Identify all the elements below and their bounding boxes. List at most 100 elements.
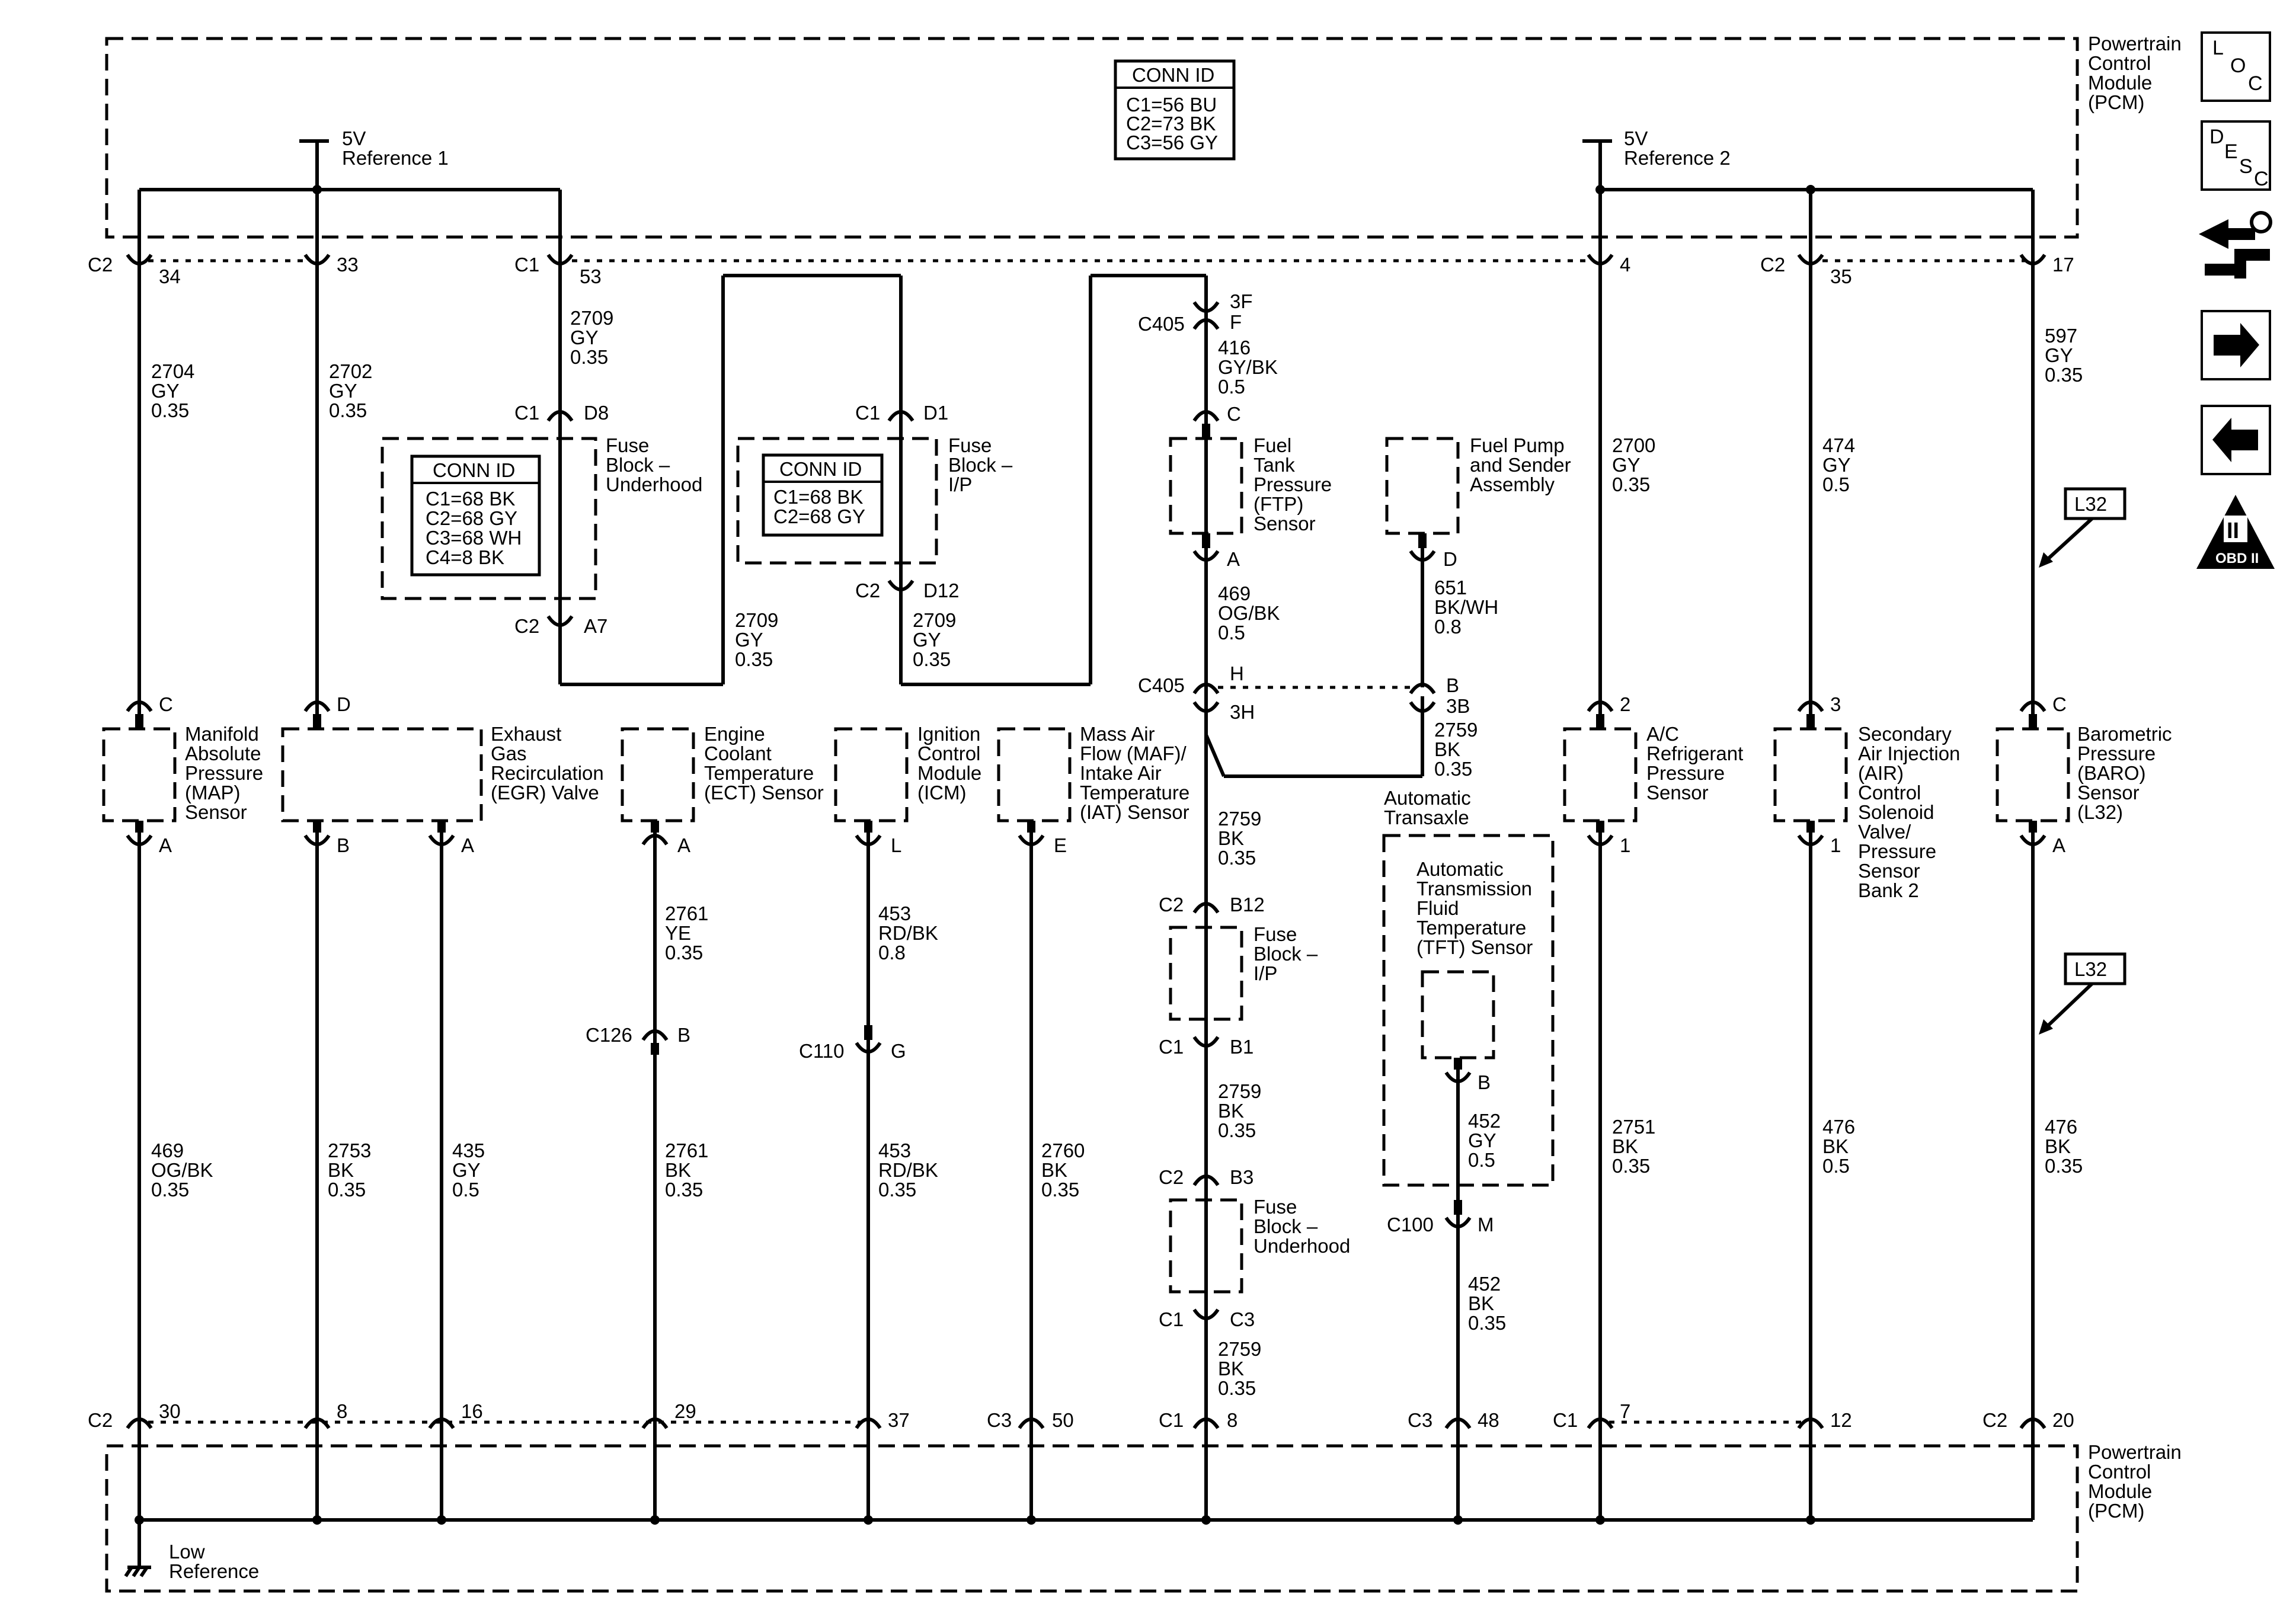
svg-text:G: G xyxy=(891,1040,906,1062)
svg-text:Valve/: Valve/ xyxy=(1858,821,1911,843)
svg-text:BK: BK xyxy=(2045,1135,2071,1157)
previous-page-button[interactable] xyxy=(2201,405,2271,475)
svg-text:30: 30 xyxy=(159,1400,181,1422)
reference-1: 5V Reference 1 xyxy=(299,127,449,190)
svg-text:(ECT) Sensor: (ECT) Sensor xyxy=(704,782,824,804)
obd-ii-icon[interactable]: II OBD II xyxy=(2196,495,2275,569)
svg-text:Gas: Gas xyxy=(491,742,527,764)
svg-text:Temperature: Temperature xyxy=(704,762,814,784)
svg-text:A: A xyxy=(461,834,474,856)
svg-text:2760: 2760 xyxy=(1041,1140,1085,1161)
svg-text:0.5: 0.5 xyxy=(1218,622,1245,644)
svg-text:(ICM): (ICM) xyxy=(917,782,966,804)
svg-text:35: 35 xyxy=(1830,265,1852,287)
svg-text:Pressure: Pressure xyxy=(2077,742,2156,764)
svg-text:(IAT) Sensor: (IAT) Sensor xyxy=(1080,801,1189,823)
svg-text:BK/WH: BK/WH xyxy=(1434,596,1498,618)
pcm-bottom-label-3: Module xyxy=(2088,1480,2152,1502)
svg-text:C2: C2 xyxy=(855,580,880,601)
fuse-block-underhood-top: CONN ID C1=68 BK C2=68 GY C3=68 WH C4=8 … xyxy=(380,402,702,637)
svg-text:GY: GY xyxy=(1468,1129,1496,1151)
svg-text:Control: Control xyxy=(917,742,980,764)
svg-text:Absolute: Absolute xyxy=(185,742,261,764)
svg-text:3: 3 xyxy=(1830,693,1841,715)
svg-text:Pressure: Pressure xyxy=(1253,473,1332,495)
svg-text:53: 53 xyxy=(580,265,602,287)
svg-text:Sensor: Sensor xyxy=(2077,782,2140,804)
svg-text:C1=68 BK: C1=68 BK xyxy=(773,486,863,508)
svg-text:Temperature: Temperature xyxy=(1416,917,1526,939)
svg-text:I/P: I/P xyxy=(1253,962,1277,984)
svg-text:Temperature: Temperature xyxy=(1080,782,1189,804)
c405-connector-lower: C405 H 3H B 3B xyxy=(1138,662,1470,723)
svg-text:Reference 1: Reference 1 xyxy=(342,147,449,169)
svg-text:(AIR): (AIR) xyxy=(1858,762,1904,784)
svg-text:29: 29 xyxy=(674,1400,696,1422)
svg-text:BK: BK xyxy=(1822,1135,1849,1157)
svg-text:B: B xyxy=(1478,1071,1491,1093)
svg-text:0.35: 0.35 xyxy=(878,1179,916,1201)
svg-text:0.35: 0.35 xyxy=(2045,1155,2083,1177)
svg-text:Pressure: Pressure xyxy=(1858,840,1936,862)
svg-text:C3=68 WH: C3=68 WH xyxy=(426,527,522,549)
svg-text:435: 435 xyxy=(452,1140,485,1161)
top-pin-17: 17 xyxy=(2019,254,2074,276)
top-pin-35: C2 35 xyxy=(1760,254,1852,287)
connector-wrench-icon[interactable] xyxy=(2199,211,2272,279)
desc-button[interactable]: D E S C xyxy=(2201,120,2271,191)
svg-text:0.35: 0.35 xyxy=(1612,1155,1650,1177)
svg-text:17: 17 xyxy=(2052,254,2074,276)
svg-text:C1: C1 xyxy=(514,402,539,424)
svg-text:Mass Air: Mass Air xyxy=(1080,723,1155,745)
svg-text:8: 8 xyxy=(1227,1409,1237,1431)
svg-text:Block –: Block – xyxy=(606,454,670,476)
loc-button[interactable]: L O C xyxy=(2201,31,2271,102)
svg-text:GY: GY xyxy=(735,629,763,651)
svg-text:Block –: Block – xyxy=(1253,1215,1318,1237)
svg-text:0.35: 0.35 xyxy=(1218,1119,1256,1141)
svg-text:II: II xyxy=(2227,518,2239,543)
pcm-bottom-label-2: Control xyxy=(2088,1461,2151,1483)
svg-text:Intake Air: Intake Air xyxy=(1080,762,1162,784)
svg-text:0.8: 0.8 xyxy=(878,942,906,964)
svg-text:C405: C405 xyxy=(1138,313,1185,335)
svg-text:C100: C100 xyxy=(1387,1214,1434,1235)
svg-text:0.35: 0.35 xyxy=(1041,1179,1079,1201)
svg-text:0.35: 0.35 xyxy=(665,1179,703,1201)
svg-text:Fluid: Fluid xyxy=(1416,897,1459,919)
svg-text:GY: GY xyxy=(329,380,357,402)
svg-text:C4=8 BK: C4=8 BK xyxy=(426,546,504,568)
svg-text:C2: C2 xyxy=(88,254,113,276)
svg-text:1: 1 xyxy=(1620,834,1630,856)
fuse-block-ip-top: CONN ID C1=68 BK C2=68 GY Fuse Block – I… xyxy=(736,402,1013,601)
svg-text:0.35: 0.35 xyxy=(570,346,608,368)
svg-text:Underhood: Underhood xyxy=(606,473,702,495)
svg-text:453: 453 xyxy=(878,902,911,924)
next-page-button[interactable] xyxy=(2201,310,2271,380)
svg-text:L32: L32 xyxy=(2074,493,2107,515)
svg-text:H: H xyxy=(1230,662,1244,684)
svg-text:C2: C2 xyxy=(1760,254,1785,276)
svg-text:C2: C2 xyxy=(88,1409,113,1431)
svg-text:C1: C1 xyxy=(514,254,539,276)
svg-text:CONN ID: CONN ID xyxy=(779,458,862,480)
pcm-top-label-1: Powertrain xyxy=(2088,33,2182,55)
svg-text:2704: 2704 xyxy=(151,360,194,382)
svg-text:469: 469 xyxy=(1218,582,1251,604)
svg-text:2761: 2761 xyxy=(665,902,708,924)
svg-text:C1: C1 xyxy=(1159,1036,1184,1058)
svg-text:L: L xyxy=(2212,37,2224,59)
svg-text:(EGR) Valve: (EGR) Valve xyxy=(491,782,599,804)
l32-tag-upper: L32 xyxy=(2039,487,2126,568)
svg-text:Barometric: Barometric xyxy=(2077,723,2172,745)
svg-text:2759: 2759 xyxy=(1218,808,1261,830)
svg-text:0.5: 0.5 xyxy=(1218,376,1245,398)
svg-text:2759: 2759 xyxy=(1218,1080,1261,1102)
svg-text:0.35: 0.35 xyxy=(328,1179,366,1201)
svg-text:BK: BK xyxy=(1041,1159,1067,1181)
svg-text:and Sender: and Sender xyxy=(1470,454,1571,476)
